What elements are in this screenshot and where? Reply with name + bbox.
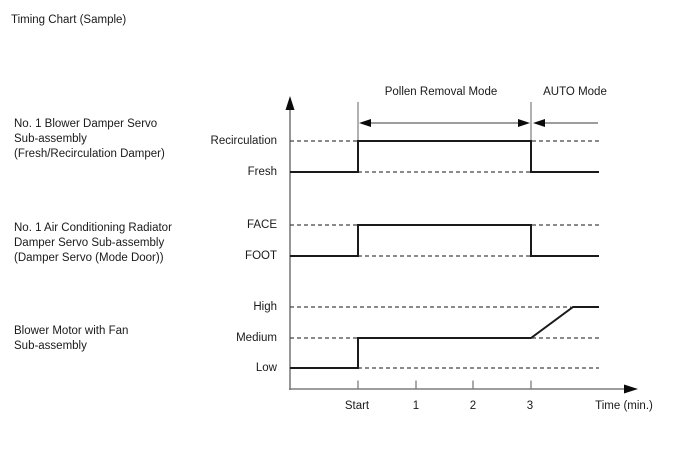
page-title: Timing Chart (Sample) <box>11 14 127 26</box>
tick-label-1: 1 <box>412 400 420 412</box>
mode-label-auto: AUTO Mode <box>543 86 607 98</box>
dashed-reference-lines <box>290 224 599 257</box>
row-name-line: Sub-assembly <box>14 340 87 352</box>
tick-label-3: 3 <box>526 400 534 412</box>
pollen-removal-span-arrow <box>359 119 530 127</box>
level-label-high: High <box>253 301 277 313</box>
row-name-line: No. 1 Air Conditioning Radiator <box>14 222 172 234</box>
axes <box>285 96 638 394</box>
signal-row-recirculation-damper <box>290 140 599 173</box>
level-label-fresh: Fresh <box>247 166 277 178</box>
signal-trace <box>290 306 599 369</box>
row-name-line: No. 1 Blower Damper Servo <box>14 118 158 130</box>
y-axis-arrowhead <box>285 96 295 110</box>
signal-row-blower-motor <box>290 306 599 369</box>
row-name-line: Damper Servo Sub-assembly <box>14 237 165 249</box>
row-name-radiator-damper-servo: No. 1 Air Conditioning Radiator Damper S… <box>14 221 172 266</box>
row-name-line: (Fresh/Recirculation Damper) <box>14 148 165 160</box>
signal-row-mode-door <box>290 224 599 257</box>
x-axis-arrowhead <box>624 384 638 394</box>
mode-label-pollen-removal: Pollen Removal Mode <box>384 86 498 98</box>
level-label-medium: Medium <box>236 332 277 344</box>
level-label-face: FACE <box>246 219 277 231</box>
level-label-low: Low <box>255 362 277 374</box>
row-name-line: Sub-assembly <box>14 133 87 145</box>
tick-label-start: Start <box>344 400 370 412</box>
row-name-line: (Damper Servo (Mode Door)) <box>14 252 164 264</box>
signal-trace <box>290 140 599 173</box>
dashed-reference-lines <box>290 306 599 369</box>
axis-label-time: Time (min.) <box>595 400 653 412</box>
x-axis-ticks <box>357 380 532 389</box>
level-label-recirculation: Recirculation <box>210 135 277 147</box>
dashed-reference-lines <box>290 140 599 173</box>
row-name-line: Blower Motor with Fan <box>14 325 129 337</box>
signal-trace <box>290 224 599 257</box>
level-label-foot: FOOT <box>245 250 277 262</box>
auto-mode-span-arrow <box>533 119 598 127</box>
mode-annotations <box>357 102 598 140</box>
tick-label-2: 2 <box>469 400 477 412</box>
row-name-blower-motor: Blower Motor with Fan Sub-assembly <box>14 324 128 354</box>
row-name-blower-damper-servo: No. 1 Blower Damper Servo Sub-assembly (… <box>14 117 165 162</box>
